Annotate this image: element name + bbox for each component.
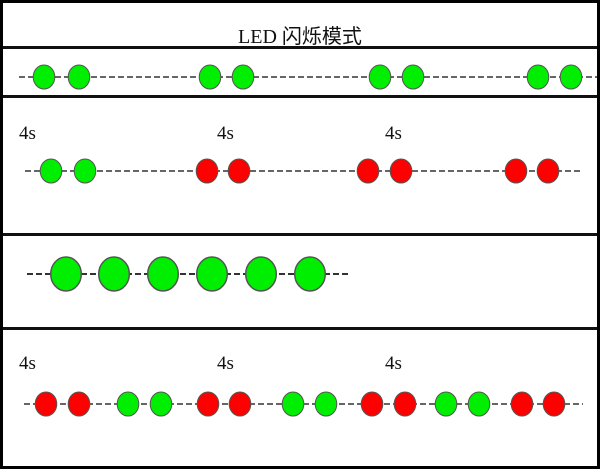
green-led-icon <box>231 64 255 90</box>
green-led-icon <box>73 158 97 184</box>
green-led-icon <box>559 64 583 90</box>
red-led-icon <box>389 158 413 184</box>
green-led-icon <box>49 256 83 292</box>
green-led-icon <box>149 391 173 417</box>
row-divider <box>3 233 597 236</box>
red-led-icon <box>510 391 534 417</box>
pattern-1 <box>19 64 597 90</box>
green-led-icon <box>401 64 425 90</box>
duration-label: 4s <box>19 353 36 374</box>
red-led-icon <box>504 158 528 184</box>
green-led-icon <box>39 158 63 184</box>
green-led-icon <box>526 64 550 90</box>
row-divider <box>3 46 597 49</box>
red-led-icon <box>542 391 566 417</box>
red-led-icon <box>67 391 91 417</box>
green-led-icon <box>467 391 491 417</box>
red-led-icon <box>536 158 560 184</box>
duration-label: 4s <box>385 353 402 374</box>
red-led-icon <box>227 158 251 184</box>
red-led-icon <box>196 391 220 417</box>
green-led-icon <box>434 391 458 417</box>
red-led-icon <box>393 391 417 417</box>
red-led-icon <box>356 158 380 184</box>
led-patterns-canvas <box>19 64 597 417</box>
red-led-icon <box>195 158 219 184</box>
row-divider <box>3 95 597 98</box>
red-led-icon <box>228 391 252 417</box>
duration-label: 4s <box>217 123 234 144</box>
green-led-icon <box>32 64 56 90</box>
row-divider <box>3 327 597 330</box>
green-led-icon <box>195 256 229 292</box>
duration-label: 4s <box>19 123 36 144</box>
green-led-icon <box>146 256 180 292</box>
red-led-icon <box>360 391 384 417</box>
diagram-title: LED 闪烁模式 <box>238 26 362 48</box>
green-led-icon <box>244 256 278 292</box>
green-led-icon <box>67 64 91 90</box>
pattern-2 <box>25 158 580 184</box>
duration-label: 4s <box>217 353 234 374</box>
red-led-icon <box>34 391 58 417</box>
green-led-icon <box>368 64 392 90</box>
duration-label: 4s <box>385 123 402 144</box>
green-led-icon <box>198 64 222 90</box>
pattern-4 <box>24 391 583 417</box>
green-led-icon <box>314 391 338 417</box>
green-led-icon <box>116 391 140 417</box>
pattern-3 <box>27 256 348 292</box>
green-led-icon <box>281 391 305 417</box>
green-led-icon <box>97 256 131 292</box>
green-led-icon <box>293 256 327 292</box>
